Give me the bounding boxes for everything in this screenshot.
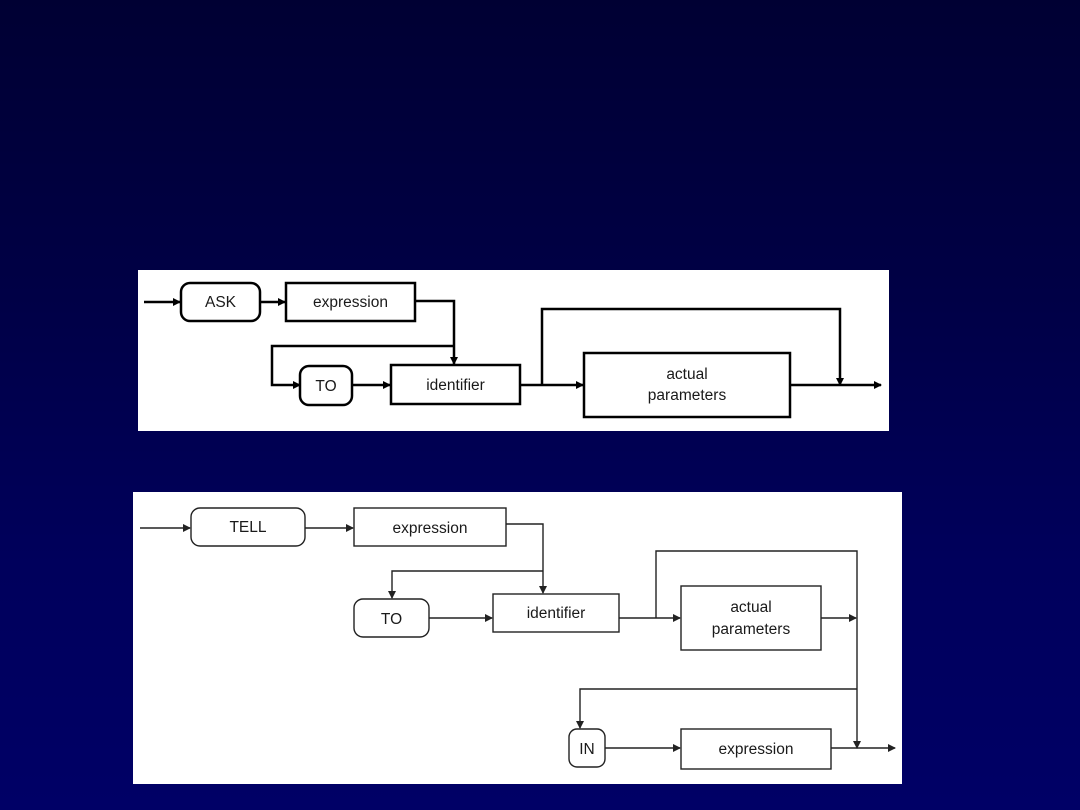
ask-keyword-node: ASK xyxy=(179,281,262,323)
ask-actual-parameters-label-line2: parameters xyxy=(648,387,727,404)
tell-to-label: TO xyxy=(381,611,402,628)
tell-diagram-svg: TELL expression TO identifier actual par… xyxy=(140,507,896,770)
tell-in-branch-arrow xyxy=(576,688,857,729)
tell-identifier-label: identifier xyxy=(527,605,586,622)
tell-in-expression-node: expression xyxy=(680,728,832,770)
tell-actual-parameters-node: actual parameters xyxy=(680,585,822,651)
ask-keyword-label: ASK xyxy=(205,294,237,311)
tell-expression-label: expression xyxy=(393,520,468,537)
ask-to-keyword-node: TO xyxy=(298,364,354,407)
tell-in-expression-label: expression xyxy=(719,741,794,758)
tell-expression-node: expression xyxy=(353,507,507,547)
tell-actual-parameters-label-line2: parameters xyxy=(712,621,791,638)
to-branch-arrow xyxy=(270,344,454,389)
ask-expression-node: expression xyxy=(284,281,417,323)
tell-keyword-node: TELL xyxy=(190,507,306,547)
ask-diagram-svg: ASK expression TO identifier actual para… xyxy=(144,281,882,419)
tell-keyword-label: TELL xyxy=(229,519,266,536)
ask-syntax-diagram: ASK expression TO identifier actual para… xyxy=(138,270,889,431)
tell-syntax-diagram: TELL expression TO identifier actual par… xyxy=(133,492,902,784)
tell-expression-to-identifier-arrow xyxy=(506,523,547,594)
ask-identifier-label: identifier xyxy=(426,377,485,394)
tell-parameters-bypass-arrow xyxy=(655,550,861,749)
tell-actual-parameters-label-line1: actual xyxy=(730,599,771,616)
ask-identifier-node: identifier xyxy=(389,363,522,406)
ask-actual-parameters-node: actual parameters xyxy=(582,351,792,419)
parameters-bypass-arrow xyxy=(540,307,844,386)
ask-actual-parameters-label-line1: actual xyxy=(666,366,707,383)
ask-expression-label: expression xyxy=(313,294,388,311)
expression-to-identifier-arrow xyxy=(415,299,458,365)
tell-to-keyword-node: TO xyxy=(353,598,430,638)
tell-in-label: IN xyxy=(579,741,595,758)
tell-identifier-node: identifier xyxy=(492,593,620,633)
tell-in-keyword-node: IN xyxy=(568,728,606,768)
ask-to-label: TO xyxy=(315,378,336,395)
tell-to-branch-arrow xyxy=(388,570,543,599)
